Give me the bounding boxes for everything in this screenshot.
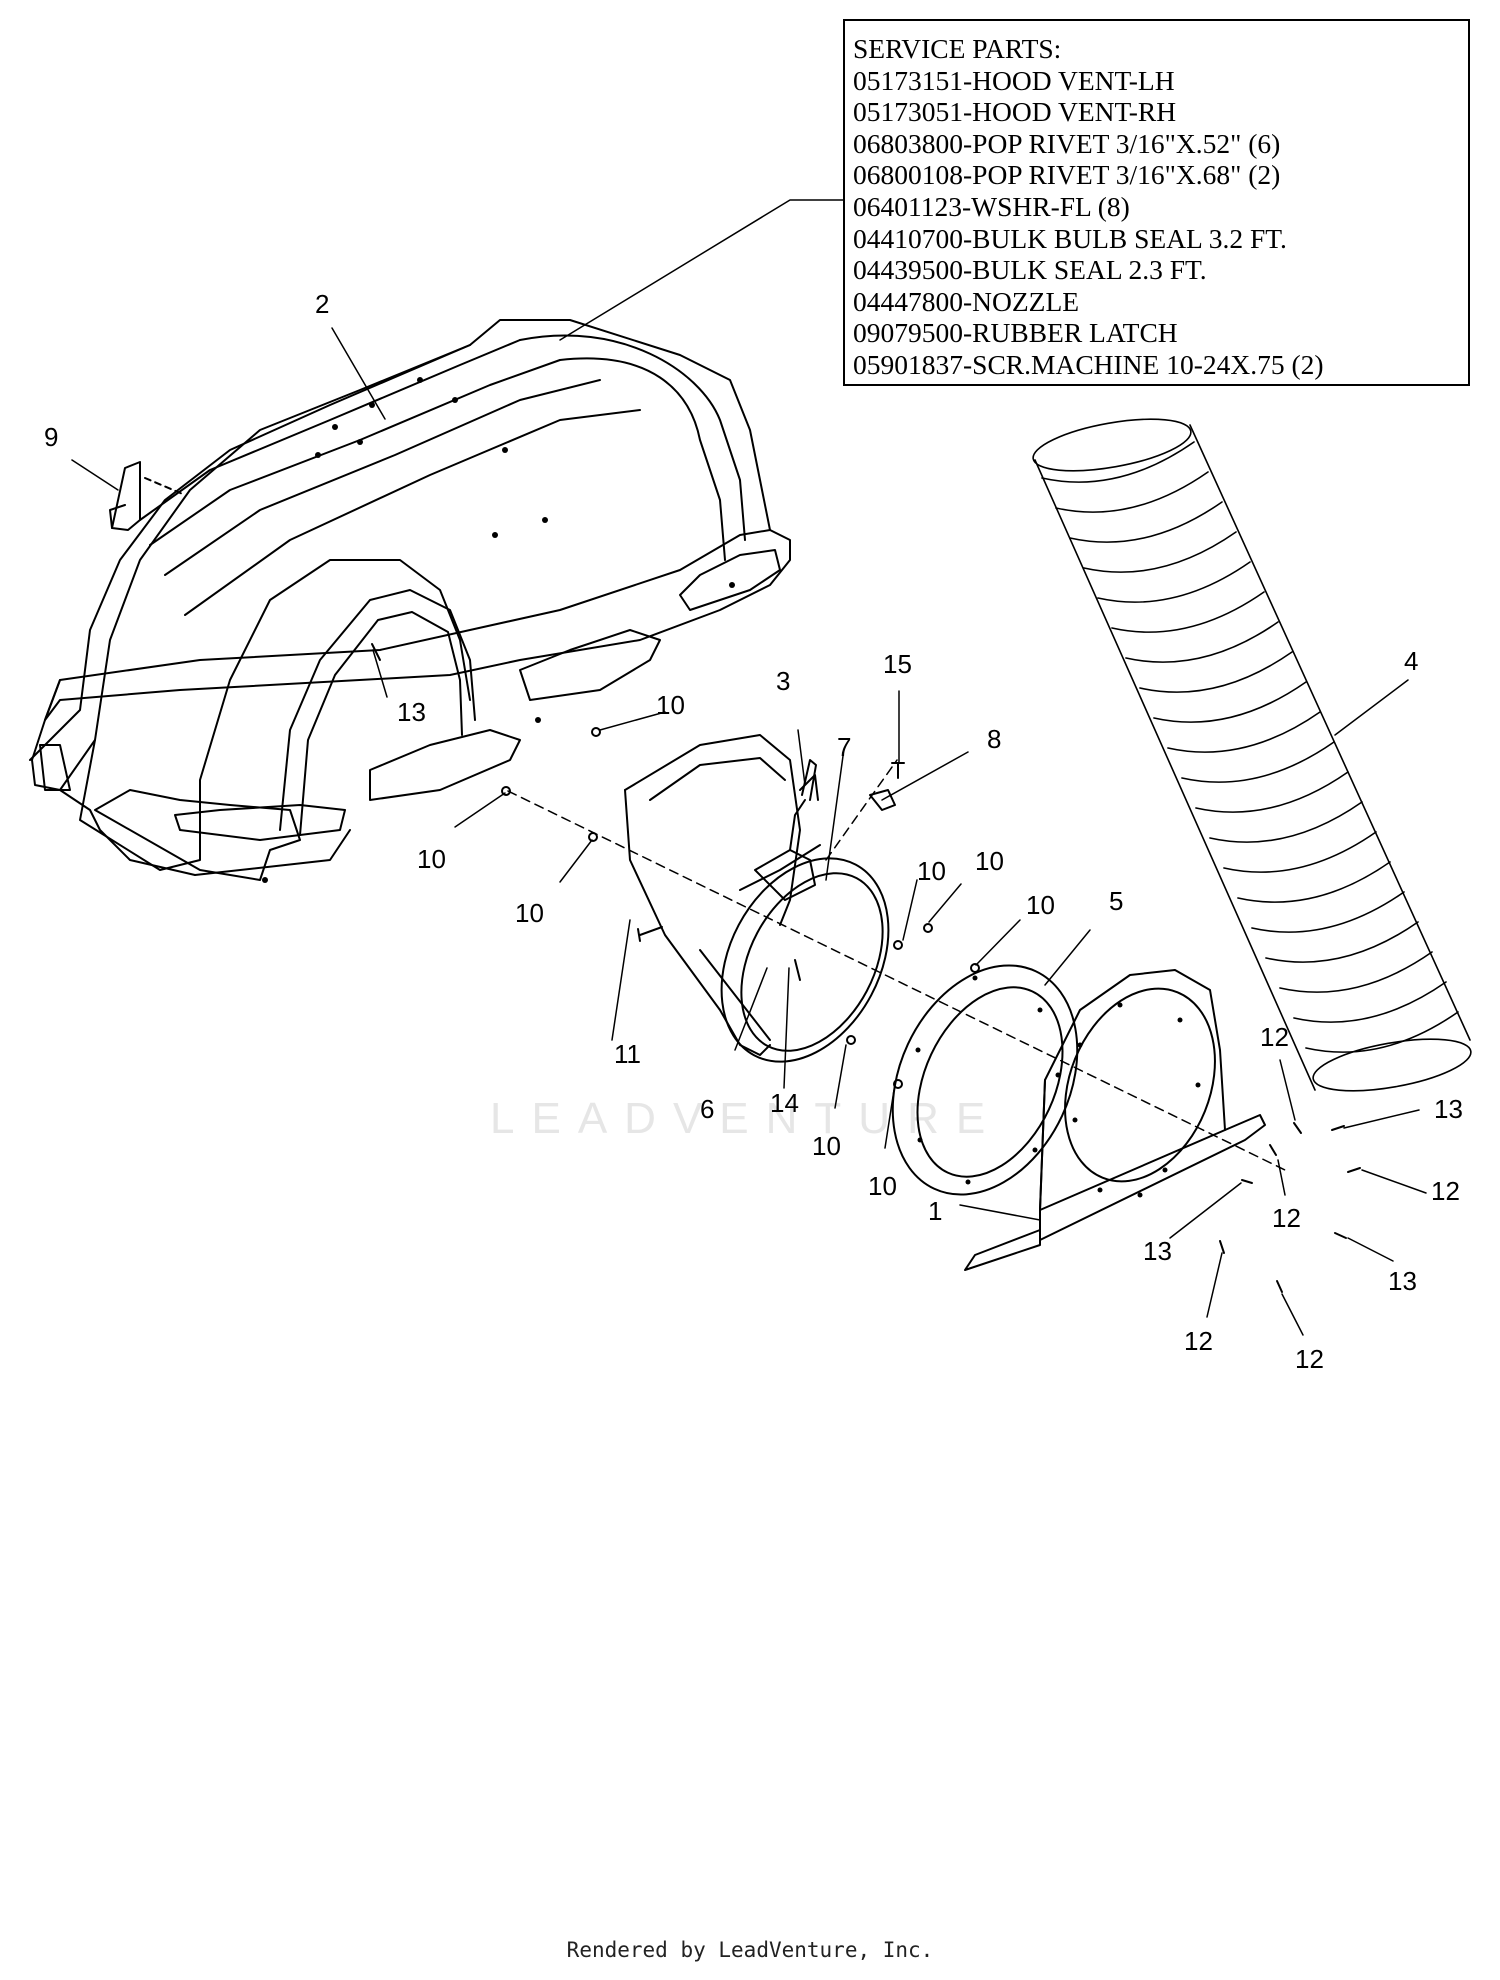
callout-1: 1 xyxy=(928,1196,942,1226)
assembly-axes xyxy=(507,759,1286,1171)
service-part-item: 05901837-SCR.MACHINE 10-24X.75 (2) xyxy=(853,348,1324,380)
service-parts-heading: SERVICE PARTS: xyxy=(853,33,1062,64)
callout-13-b: 13 xyxy=(1143,1236,1172,1266)
callout-10-h: 10 xyxy=(868,1171,897,1201)
callout-12-e: 12 xyxy=(1295,1344,1324,1374)
callout-14: 14 xyxy=(770,1088,799,1118)
callout-13-a: 13 xyxy=(1434,1094,1463,1124)
watermark: LEADVENTURE xyxy=(490,1094,1003,1143)
callout-10-d: 10 xyxy=(917,856,946,886)
callout-12-b: 12 xyxy=(1431,1176,1460,1206)
callout-10-g: 10 xyxy=(812,1131,841,1161)
callout-3: 3 xyxy=(776,666,790,696)
callout-10-f: 10 xyxy=(1026,890,1055,920)
gasket xyxy=(891,964,1079,1196)
callout-13-hood: 13 xyxy=(397,697,426,727)
service-part-item: 04447800-NOZZLE xyxy=(853,285,1080,317)
rubber-latch xyxy=(109,461,186,531)
callout-5: 5 xyxy=(1109,886,1123,916)
callout-6: 6 xyxy=(700,1094,714,1124)
mount-bracket xyxy=(964,969,1266,1271)
callout-12-d: 12 xyxy=(1184,1326,1213,1356)
service-parts-box: SERVICE PARTS: 05173151-HOOD VENT-LH 051… xyxy=(843,19,1470,386)
callout-12-a: 12 xyxy=(1260,1022,1289,1052)
callout-4: 4 xyxy=(1404,646,1418,676)
service-part-item: 06401123-WSHR-FL (8) xyxy=(853,190,1130,222)
service-part-item: 04439500-BULK SEAL 2.3 FT. xyxy=(853,254,1207,286)
service-part-item: 05173151-HOOD VENT-LH xyxy=(853,64,1175,96)
service-part-item: 05173051-HOOD VENT-RH xyxy=(853,96,1177,128)
callout-10-a: 10 xyxy=(656,690,685,720)
service-part-item: 09079500-RUBBER LATCH xyxy=(853,317,1178,349)
callout-2: 2 xyxy=(315,289,329,319)
callout-10-b: 10 xyxy=(417,844,446,874)
leader-lines xyxy=(71,199,1427,1336)
callout-12-c: 12 xyxy=(1272,1203,1301,1233)
chute xyxy=(624,734,890,1063)
callout-13-c: 13 xyxy=(1388,1266,1417,1296)
callout-labels: 2 9 13 10 3 15 7 8 4 10 10 10 10 10 5 11… xyxy=(44,289,1463,1374)
service-part-item: 04410700-BULK BULB SEAL 3.2 FT. xyxy=(853,222,1287,254)
service-part-item: 06803800-POP RIVET 3/16"X.52" (6) xyxy=(853,127,1281,159)
service-part-item: 06800108-POP RIVET 3/16"X.68" (2) xyxy=(853,159,1281,191)
footer-credit: Rendered by LeadVenture, Inc. xyxy=(566,1938,934,1962)
callout-8: 8 xyxy=(987,724,1001,754)
callout-15: 15 xyxy=(883,649,912,679)
hood xyxy=(29,319,791,883)
hose xyxy=(1032,418,1472,1092)
callout-7: 7 xyxy=(837,732,851,762)
callout-10-e: 10 xyxy=(975,846,1004,876)
callout-11: 11 xyxy=(614,1039,641,1069)
callout-10-c: 10 xyxy=(515,898,544,928)
callout-9: 9 xyxy=(44,422,58,452)
